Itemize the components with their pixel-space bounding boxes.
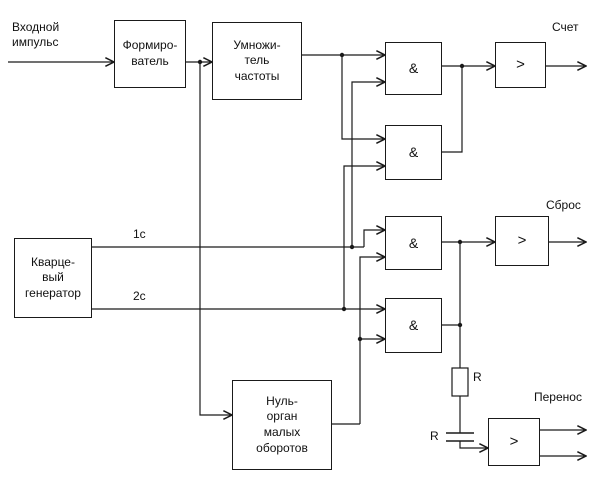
count-output-label: Счет (552, 20, 579, 34)
and-gate-2: & (385, 125, 442, 180)
resistor-label: R (473, 370, 482, 384)
frequency-multiplier-block: Умножи- тель частоты (212, 22, 302, 100)
reset-driver: > (495, 216, 549, 266)
reset-output-label: Сброс (546, 198, 581, 212)
junction-dots (197, 52, 465, 342)
and-gate-4: & (385, 298, 442, 353)
one-second-line-label: 1с (133, 227, 146, 241)
quartz-oscillator-block: Кварце- вый генератор (14, 238, 92, 318)
null-organ-block: Нуль- орган малых оборотов (232, 380, 332, 470)
and-gate-1: & (385, 42, 442, 95)
input-pulse-label: Входной импульс (12, 20, 60, 49)
capacitor-symbol (446, 432, 474, 442)
count-driver: > (495, 42, 546, 88)
carry-driver: > (488, 418, 540, 466)
resistor-symbol (451, 367, 469, 397)
signal-lines (8, 55, 586, 456)
carry-output-label: Перенос (534, 390, 582, 404)
two-second-line-label: 2с (133, 289, 146, 303)
capacitor-label: R (430, 429, 439, 443)
and-gate-3: & (385, 216, 442, 270)
shaper-block: Формиро- ватель (114, 20, 186, 88)
